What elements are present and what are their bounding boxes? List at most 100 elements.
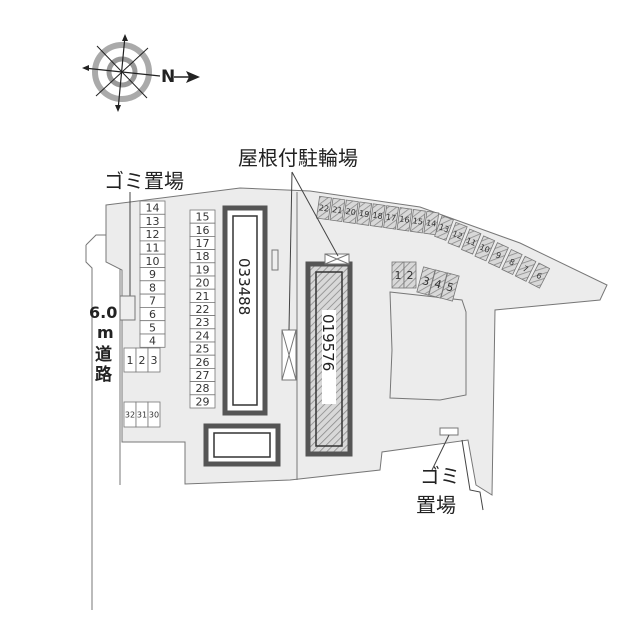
garbage-area-label-bottom-2: 置場: [416, 493, 456, 517]
parking-stall-number: 1: [395, 269, 402, 282]
garbage-box-bottom: [439, 427, 459, 436]
parking-stall: 10: [474, 235, 496, 262]
building-west-number: 033488: [235, 258, 253, 315]
parking-stall: 11: [460, 228, 482, 255]
parking-stall-number: 4: [433, 277, 443, 291]
parking-stall: 30: [147, 401, 161, 428]
parking-stall-number: 14: [146, 202, 160, 215]
parking-stall-number: 22: [318, 203, 329, 213]
parking-stall-number: 21: [332, 205, 343, 215]
parking-stall-number: 18: [196, 250, 210, 263]
road: [85, 234, 125, 610]
parking-stall: 13: [434, 215, 454, 241]
parking-stall: 24: [189, 328, 216, 343]
parking-stall-number: 23: [196, 316, 210, 329]
parking-stall-number: 15: [412, 216, 423, 226]
parking-stall-number: 8: [508, 257, 516, 267]
parking-stall-number: 32: [125, 410, 135, 419]
parking-stall-number: 16: [196, 224, 210, 237]
parking-stall: 26: [189, 354, 216, 369]
parking-stall-number: 13: [438, 222, 451, 234]
parking-stall: 12: [447, 221, 468, 248]
compass-icon: N: [82, 34, 200, 112]
parking-stall-number: 29: [196, 395, 210, 408]
site-outline: [105, 187, 608, 496]
parking-stall: 5: [440, 272, 460, 302]
parking-stall-number: 6: [535, 271, 544, 281]
parking-stall-number: 2: [407, 269, 414, 282]
parking-stall: 6: [139, 306, 166, 322]
parking-stall-number: 15: [196, 211, 210, 224]
parking-stall: 23: [189, 315, 216, 330]
parking-stall-number: 12: [146, 228, 160, 241]
parking-stall-number: 21: [196, 290, 210, 303]
parking-stall: 2: [135, 347, 149, 373]
parking-stall: 31: [135, 401, 149, 428]
parking-stall-number: 20: [196, 277, 210, 290]
parking-stall: 3: [147, 347, 161, 373]
parking-stall-number: 12: [451, 229, 464, 241]
parking-stall: 22: [316, 195, 332, 221]
roofed-bicycle-parking-label: 屋根付駐輪場: [238, 146, 358, 170]
compass-north-label: N: [161, 67, 175, 87]
parking-stall: 11: [139, 240, 166, 255]
parking-stall-number: 7: [149, 295, 156, 308]
road-label-2: 路: [95, 364, 113, 385]
parking-stall: 18: [369, 203, 386, 228]
parking-stall-number: 1: [127, 354, 134, 367]
parking-stall-number: 30: [149, 410, 159, 419]
parking-stall: 7: [139, 293, 166, 308]
road-label-1: 道: [95, 344, 112, 365]
parking-stall: 17: [383, 205, 399, 230]
parking-stall: 20: [342, 199, 359, 224]
parking-stall: 19: [189, 262, 216, 277]
garbage-area-label-bottom-1: ゴミ: [420, 464, 460, 488]
parking-stall: 10: [139, 253, 166, 268]
parking-stall-number: 24: [196, 329, 210, 342]
parking-stall: 2: [403, 261, 417, 289]
parking-stall-number: 14: [426, 218, 437, 228]
parking-stall-number: 5: [445, 280, 455, 294]
parking-stall-number: 22: [196, 303, 210, 316]
parking-stall-number: 5: [149, 321, 156, 334]
east-lot-outline: [389, 291, 467, 401]
parking-stall: 27: [189, 367, 216, 382]
parking-stall-number: 17: [196, 237, 210, 250]
garbage-box-top: [119, 295, 136, 321]
road-unit-label: m: [97, 323, 114, 342]
parking-stall-number: 11: [465, 236, 478, 248]
parking-stall: 19: [356, 201, 373, 226]
parking-stall-number: 16: [399, 215, 410, 225]
parking-stall: 14: [139, 200, 166, 215]
parking-stall: 4: [139, 333, 166, 348]
parking-stall: 5: [139, 320, 166, 335]
parking-stall-number: 13: [146, 215, 160, 228]
parking-stall-number: 3: [421, 274, 431, 288]
parking-stall: 1: [391, 261, 405, 289]
parking-stall: 21: [329, 197, 346, 223]
stairs: [271, 249, 279, 271]
parking-stall: 8: [139, 280, 166, 295]
parking-stall: 29: [189, 394, 216, 409]
parking-stall-number: 27: [196, 369, 210, 382]
parking-stall-number: 17: [385, 213, 396, 223]
parking-stall-number: 9: [149, 268, 156, 281]
parking-stall-number: 4: [149, 335, 156, 348]
parking-stall-number: 9: [494, 250, 502, 260]
parking-stall: 15: [409, 208, 426, 234]
parking-stall-number: 2: [139, 354, 146, 367]
parking-stall: 25: [189, 341, 216, 356]
parking-stall: 20: [189, 275, 216, 290]
parking-stall-number: 10: [146, 255, 160, 268]
parking-stall-number: 7: [521, 264, 530, 274]
parking-stall-number: 3: [151, 354, 158, 367]
parking-stall: 17: [189, 235, 216, 250]
parking-stall: 18: [189, 249, 216, 264]
parking-stall-number: 18: [372, 211, 383, 221]
parking-stall: 9: [487, 242, 509, 269]
parking-stall-number: 28: [196, 382, 210, 395]
road-width-label: 6.0: [89, 303, 117, 322]
parking-stall-number: 20: [345, 207, 356, 217]
building-east-number: 019576: [319, 314, 337, 371]
parking-stall: 28: [189, 381, 216, 396]
